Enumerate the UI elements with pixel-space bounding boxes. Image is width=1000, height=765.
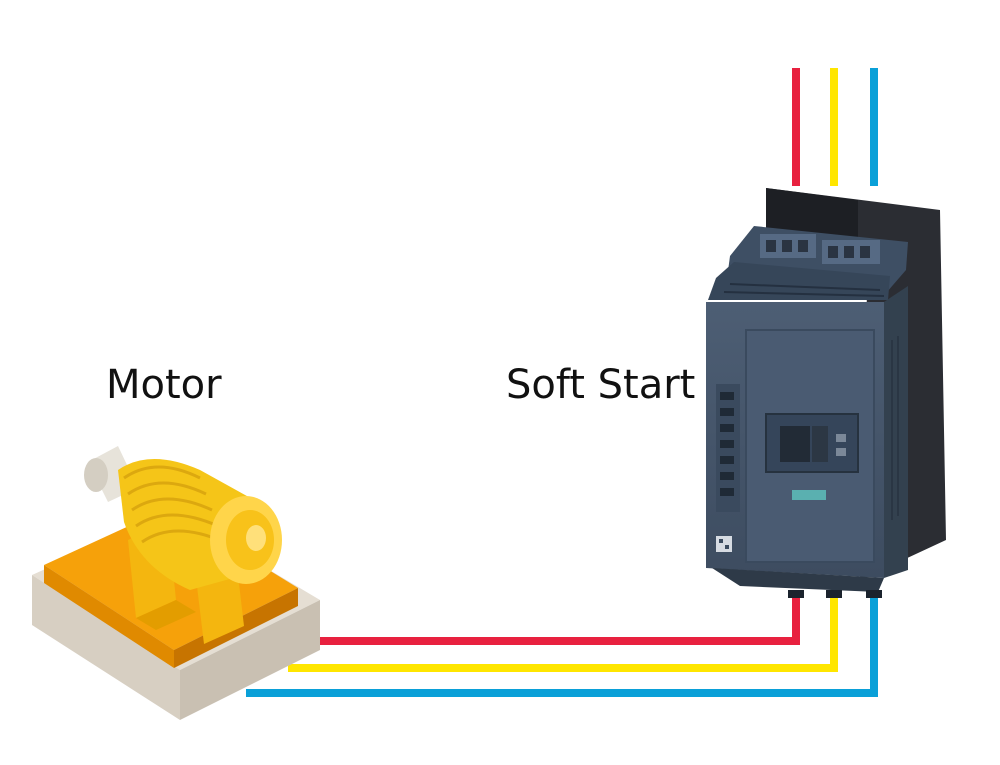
motor-output-lines bbox=[246, 596, 878, 697]
motor-icon bbox=[32, 446, 320, 720]
output-line-l1 bbox=[318, 596, 800, 645]
brand-badge bbox=[792, 490, 826, 500]
output-line-l2 bbox=[288, 596, 838, 672]
soft-start-device-icon bbox=[706, 188, 946, 598]
soft-start-label: Soft Start bbox=[506, 362, 696, 408]
motor-label: Motor bbox=[106, 362, 222, 408]
supply-lines bbox=[792, 68, 878, 186]
output-line-l3 bbox=[246, 596, 878, 697]
